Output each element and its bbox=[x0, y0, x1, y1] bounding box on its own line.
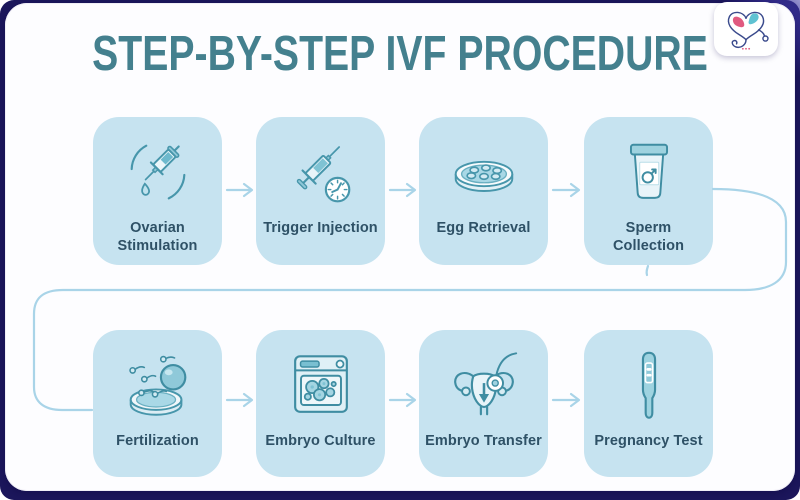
page-title: STEP-BY-STEP IVF PROCEDURE bbox=[92, 27, 708, 81]
step-label: Trigger Injection bbox=[263, 220, 378, 236]
step-card-trigger-injection: Trigger Injection bbox=[256, 117, 385, 265]
heart-stethoscope-icon bbox=[727, 11, 769, 50]
step-card-embryo-culture: Embryo Culture bbox=[256, 330, 385, 477]
step-card-ovarian-stimulation: Ovarian Stimulation bbox=[93, 117, 222, 265]
step-label: Egg Retrieval bbox=[436, 220, 531, 236]
syringe-clock-icon bbox=[282, 129, 360, 217]
petri-dish-eggs-icon bbox=[445, 129, 523, 217]
clinic-logo-badge bbox=[714, 2, 778, 56]
syringe-drop-icon bbox=[119, 129, 197, 217]
uterus-catheter-icon bbox=[445, 342, 523, 430]
step-label: Ovarian Stimulation bbox=[117, 220, 198, 254]
pregnancy-test-stick-icon bbox=[610, 342, 688, 430]
step-card-embryo-transfer: Embryo Transfer bbox=[419, 330, 548, 477]
step-card-pregnancy-test: Pregnancy Test bbox=[584, 330, 713, 477]
step-label: Sperm Collection bbox=[612, 220, 685, 254]
step-label: Embryo Culture bbox=[265, 433, 376, 449]
specimen-cup-male-icon bbox=[610, 129, 688, 217]
step-card-egg-retrieval: Egg Retrieval bbox=[419, 117, 548, 265]
step-card-fertilization: Fertilization bbox=[93, 330, 222, 477]
step-label: Embryo Transfer bbox=[425, 433, 542, 449]
egg-sperm-dish-icon bbox=[119, 342, 197, 430]
step-label: Pregnancy Test bbox=[594, 433, 703, 449]
step-card-sperm-collection: Sperm Collection bbox=[584, 117, 713, 265]
step-label: Fertilization bbox=[116, 433, 199, 449]
incubator-cells-icon bbox=[282, 342, 360, 430]
